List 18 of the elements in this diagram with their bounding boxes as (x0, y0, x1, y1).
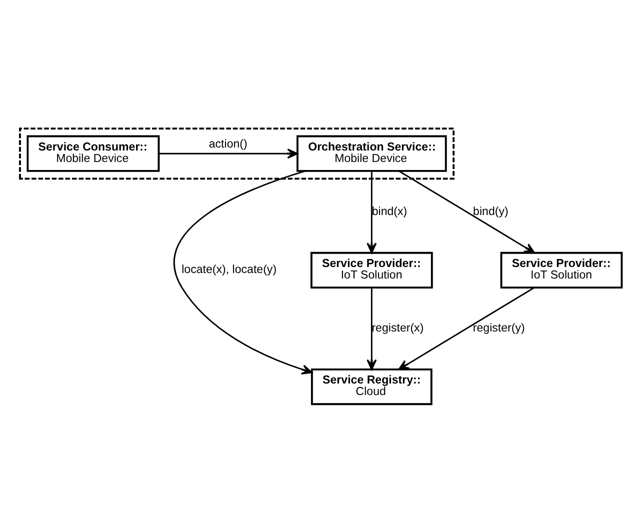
arrow (398, 170, 536, 254)
arrow (174, 170, 313, 374)
node-box: Service Provider:: IoT Solution (310, 252, 433, 289)
edge-label: locate(x), locate(y) (182, 264, 277, 276)
arrow (398, 286, 535, 370)
cluster (19, 128, 455, 180)
arrow (366, 288, 377, 370)
edge-label: bind(y) (473, 206, 508, 218)
arrow (366, 171, 377, 254)
node-box: Service Consumer:: Mobile Device (26, 135, 160, 172)
edge-label: register(y) (472, 322, 525, 334)
edge-label: bind(x) (372, 206, 408, 218)
node-box: Service Registry:: Cloud (310, 368, 432, 406)
edge-label: register(x) (372, 322, 424, 334)
arrow (158, 148, 298, 159)
edge-label: action() (208, 138, 248, 150)
node-box: Orchestration Service:: Mobile Device (296, 135, 447, 172)
node-box: Service Provider:: IoT Solution (500, 252, 623, 289)
